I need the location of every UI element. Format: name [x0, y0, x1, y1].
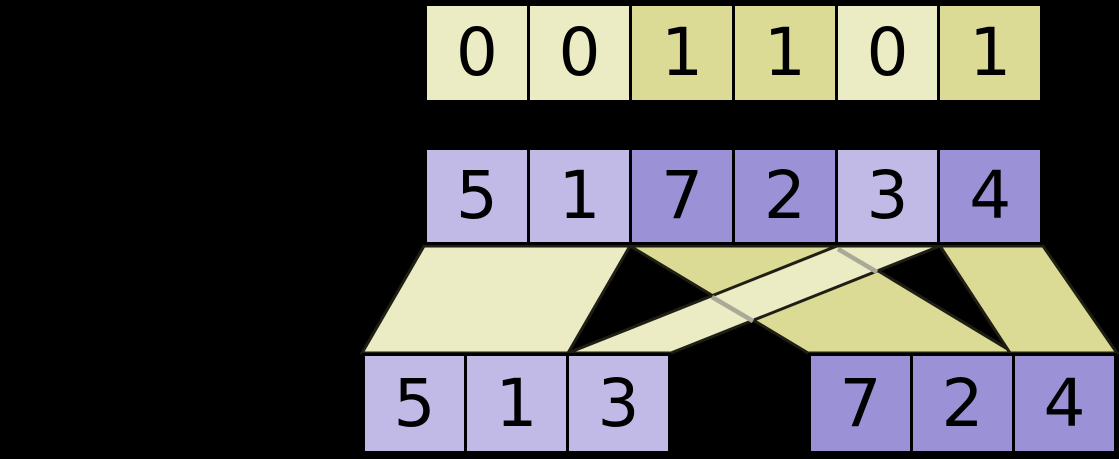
flags-cell: 1	[940, 6, 1041, 100]
output-cell: 2	[913, 356, 1012, 451]
band-flag0-cross-left	[567, 244, 941, 355]
band-flag1-right	[937, 244, 1119, 355]
input-cell: 2	[735, 150, 835, 242]
output-cell: 3	[569, 356, 668, 451]
input-cell: 1	[529, 150, 630, 242]
input-cell: 4	[940, 150, 1041, 242]
input-cell: 5	[427, 150, 527, 242]
output-cell: 1	[467, 356, 566, 451]
output-cell: 7	[811, 356, 910, 451]
input-cell: 3	[837, 150, 938, 242]
output-cell: 4	[1015, 356, 1114, 451]
output-array-flag0: 5 1 3	[362, 353, 671, 454]
hidden-edge-line-left	[710, 295, 755, 323]
band-flag0-left	[359, 244, 633, 355]
flags-cell: 1	[735, 6, 835, 100]
output-array-flag1: 7 2 4	[808, 353, 1117, 454]
hidden-edge-line-right	[836, 247, 879, 274]
flags-array: 0 0 1 1 0 1	[424, 3, 1043, 103]
flags-cell: 0	[427, 6, 527, 100]
output-cell: 5	[365, 356, 464, 451]
flags-cell: 1	[632, 6, 733, 100]
flags-cell: 0	[837, 6, 938, 100]
input-values-array: 5 1 7 2 3 4	[424, 147, 1043, 245]
input-cell: 7	[632, 150, 733, 242]
flags-cell: 0	[529, 6, 630, 100]
